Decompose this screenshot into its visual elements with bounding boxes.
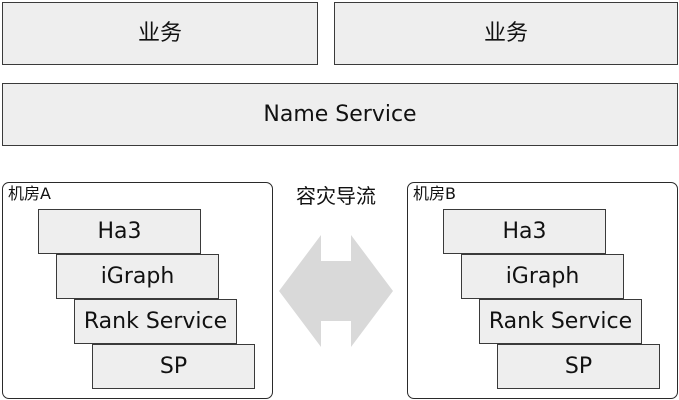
room-a-label: 机房A	[8, 184, 51, 203]
double-headed-arrow-icon	[279, 235, 393, 347]
business-box-left: 业务	[2, 2, 318, 65]
room-a-sp-box: SP	[92, 344, 255, 389]
room-a-igraph-box: iGraph	[56, 254, 219, 299]
room-b-rank-service-box: Rank Service	[479, 299, 642, 344]
room-a-igraph-label: iGraph	[100, 263, 175, 289]
room-b-igraph-label: iGraph	[505, 263, 580, 289]
room-b-ha3-label: Ha3	[502, 218, 547, 244]
business-label-left: 业务	[137, 20, 182, 46]
name-service-box: Name Service	[2, 83, 678, 146]
room-b-label: 机房B	[413, 184, 456, 203]
disaster-recovery-traffic-label: 容灾导流	[296, 184, 376, 208]
business-box-right: 业务	[334, 2, 678, 65]
room-b-igraph-box: iGraph	[461, 254, 624, 299]
room-a-sp-label: SP	[159, 353, 188, 379]
room-a-rank-service-label: Rank Service	[83, 308, 228, 334]
room-b-sp-label: SP	[564, 353, 593, 379]
room-a-ha3-box: Ha3	[38, 209, 201, 254]
room-a-rank-service-box: Rank Service	[74, 299, 237, 344]
room-a-ha3-label: Ha3	[97, 218, 142, 244]
room-b-ha3-box: Ha3	[443, 209, 606, 254]
room-b-rank-service-label: Rank Service	[488, 308, 633, 334]
room-b-sp-box: SP	[497, 344, 660, 389]
business-label-right: 业务	[483, 20, 528, 46]
double-headed-arrow-shape	[279, 235, 393, 347]
name-service-label: Name Service	[263, 101, 417, 127]
